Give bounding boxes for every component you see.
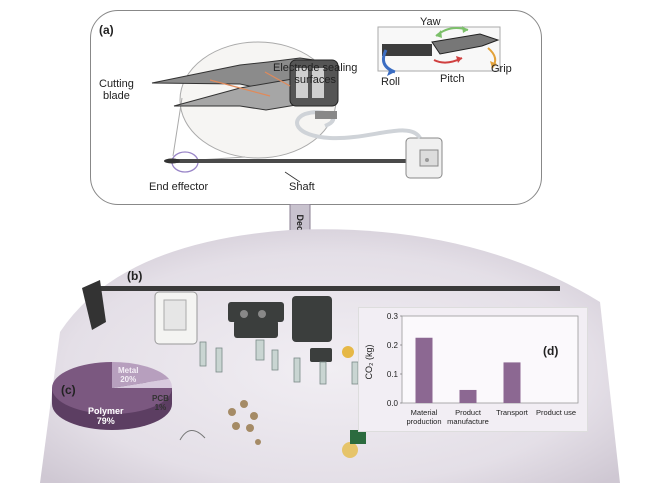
photo-small-parts <box>199 339 359 385</box>
roll-label: Roll <box>381 76 400 88</box>
y-tick-label: 0.2 <box>387 341 399 350</box>
shaft-label: Shaft <box>289 181 315 193</box>
panel-a-illustration <box>151 26 501 183</box>
y-axis-label: CO₂ (kg) <box>364 345 374 380</box>
y-tick-label: 0.1 <box>387 370 399 379</box>
photo-wire <box>179 430 206 441</box>
photo-shaft <box>100 286 560 291</box>
photo-pcb <box>350 430 366 444</box>
pie-label-metal: Metal 20% <box>118 366 139 384</box>
photo-washers <box>228 400 261 445</box>
x-tick-label: Transport <box>496 408 529 417</box>
panel-c-label: (c) <box>61 383 76 397</box>
inset-instrument <box>382 33 500 56</box>
bar-1 <box>459 389 477 403</box>
bar-2 <box>503 362 521 403</box>
panel-d-label: (d) <box>543 344 559 358</box>
bar-0 <box>415 337 433 403</box>
x-tick-label: Product <box>455 408 482 417</box>
photo-gold-disk <box>342 346 354 358</box>
x-tick-label: production <box>406 417 441 426</box>
panel-b-label: (b) <box>127 269 143 283</box>
panel-a-label: (a) <box>99 23 114 37</box>
pitch-label: Pitch <box>440 73 465 85</box>
y-tick-label: 0.3 <box>387 312 399 321</box>
pie-label-pcb: PCB 1% <box>152 394 169 412</box>
y-tick-label: 0.0 <box>387 399 399 408</box>
x-tick-label: Product use <box>536 408 576 417</box>
grip-label: Grip <box>491 63 512 75</box>
photo-end-piece <box>82 280 106 330</box>
yaw-label: Yaw <box>420 16 441 28</box>
pie-slice-pcb <box>112 379 173 388</box>
handle-drawing <box>405 137 443 179</box>
x-tick-label: Material <box>411 408 438 417</box>
pie-slice-metal <box>112 361 169 388</box>
photo-gears <box>228 296 332 362</box>
pie-label-polymer: Polymer 79% <box>88 406 124 426</box>
x-tick-label: manufacture <box>447 417 489 426</box>
electrode-label: Electrode sealing surfaces <box>273 62 358 86</box>
cutting-blade-label: Cutting blade <box>99 78 134 102</box>
jaw-drawing <box>151 57 339 111</box>
pie-chart <box>52 361 173 430</box>
shaft-drawing <box>172 159 407 163</box>
end-effector-label: End effector <box>149 181 209 193</box>
